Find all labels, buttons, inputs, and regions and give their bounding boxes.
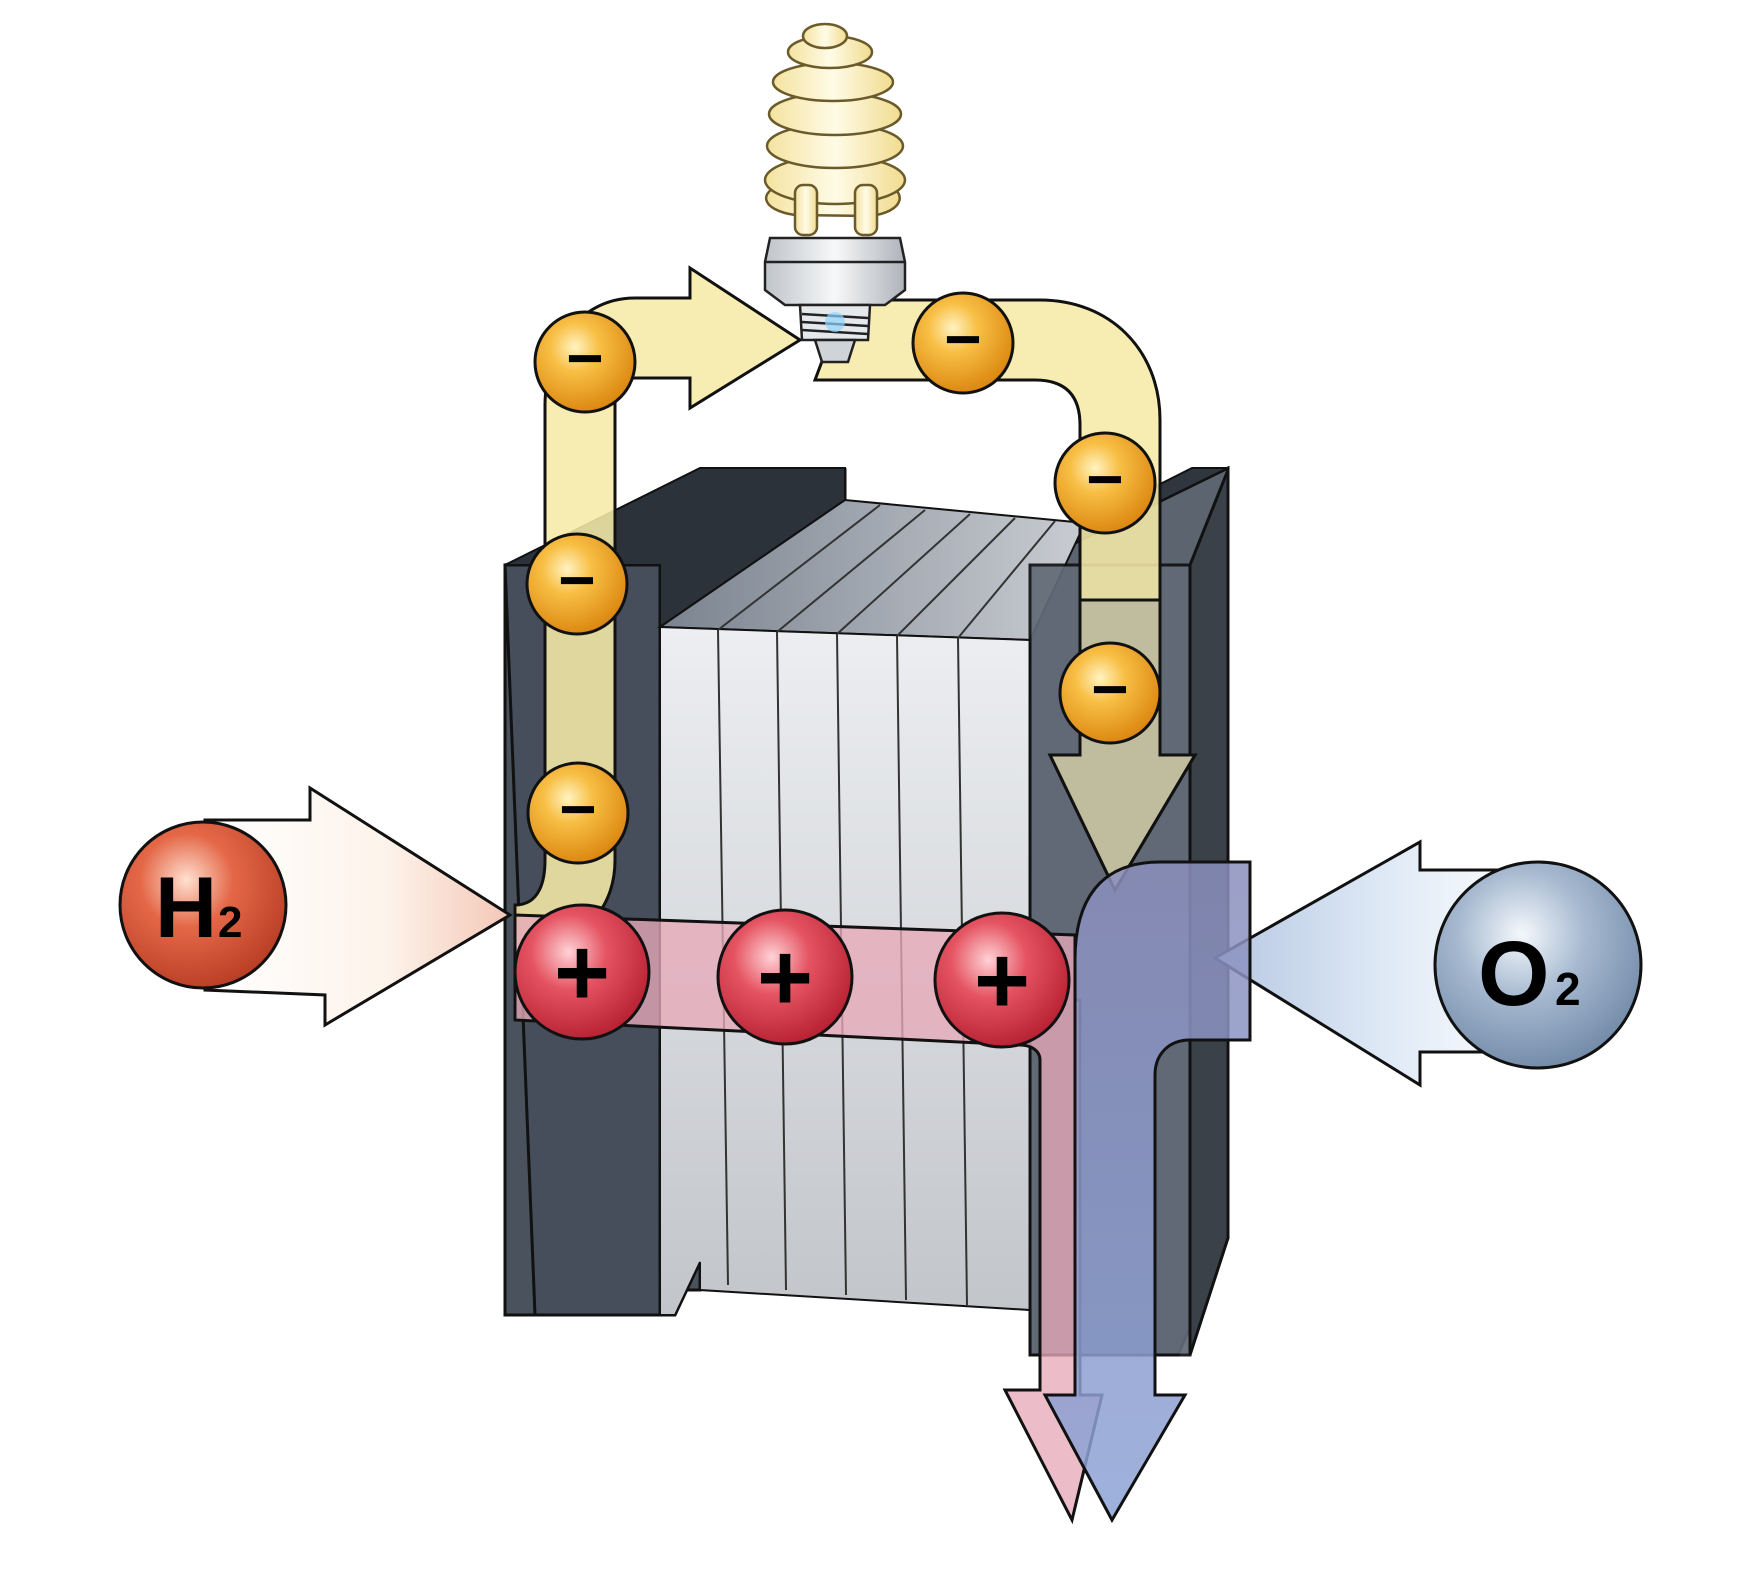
oxygen-subscript: 2	[1555, 963, 1581, 1015]
proton-icon: +	[513, 903, 651, 1041]
proton-icon: +	[716, 908, 854, 1046]
proton-sign: +	[757, 924, 813, 1031]
light-bulb-icon	[763, 22, 907, 364]
electron-icon: −	[533, 310, 637, 414]
electron-icon: −	[911, 291, 1015, 395]
water-output-arrow	[1042, 860, 1252, 1524]
protons: + + +	[513, 903, 1071, 1049]
electron-sign: −	[566, 322, 603, 394]
proton-sign: +	[554, 919, 610, 1026]
electron-icon: −	[1058, 641, 1162, 745]
bulb-spiral	[763, 22, 907, 237]
proton-icon: +	[933, 911, 1071, 1049]
hydrogen-input-arrow	[203, 785, 513, 1028]
oxygen-molecule: O 2	[1433, 860, 1643, 1070]
electron-sign: −	[944, 303, 981, 375]
electron-icon: −	[525, 532, 629, 636]
electron-sign: −	[1091, 653, 1128, 725]
electron-sign: −	[1086, 443, 1123, 515]
electron-icon: −	[526, 761, 630, 865]
hydrogen-symbol: H	[155, 860, 217, 956]
proton-sign: +	[974, 927, 1030, 1034]
electrons: − − − − − −	[525, 291, 1162, 865]
bulb-base	[763, 236, 907, 364]
electron-icon: −	[1053, 431, 1157, 535]
hydrogen-subscript: 2	[218, 898, 242, 947]
electron-sign: −	[558, 544, 595, 616]
hydrogen-molecule: H 2	[118, 820, 288, 990]
electron-sign: −	[559, 773, 596, 845]
oxygen-symbol: O	[1478, 923, 1550, 1025]
